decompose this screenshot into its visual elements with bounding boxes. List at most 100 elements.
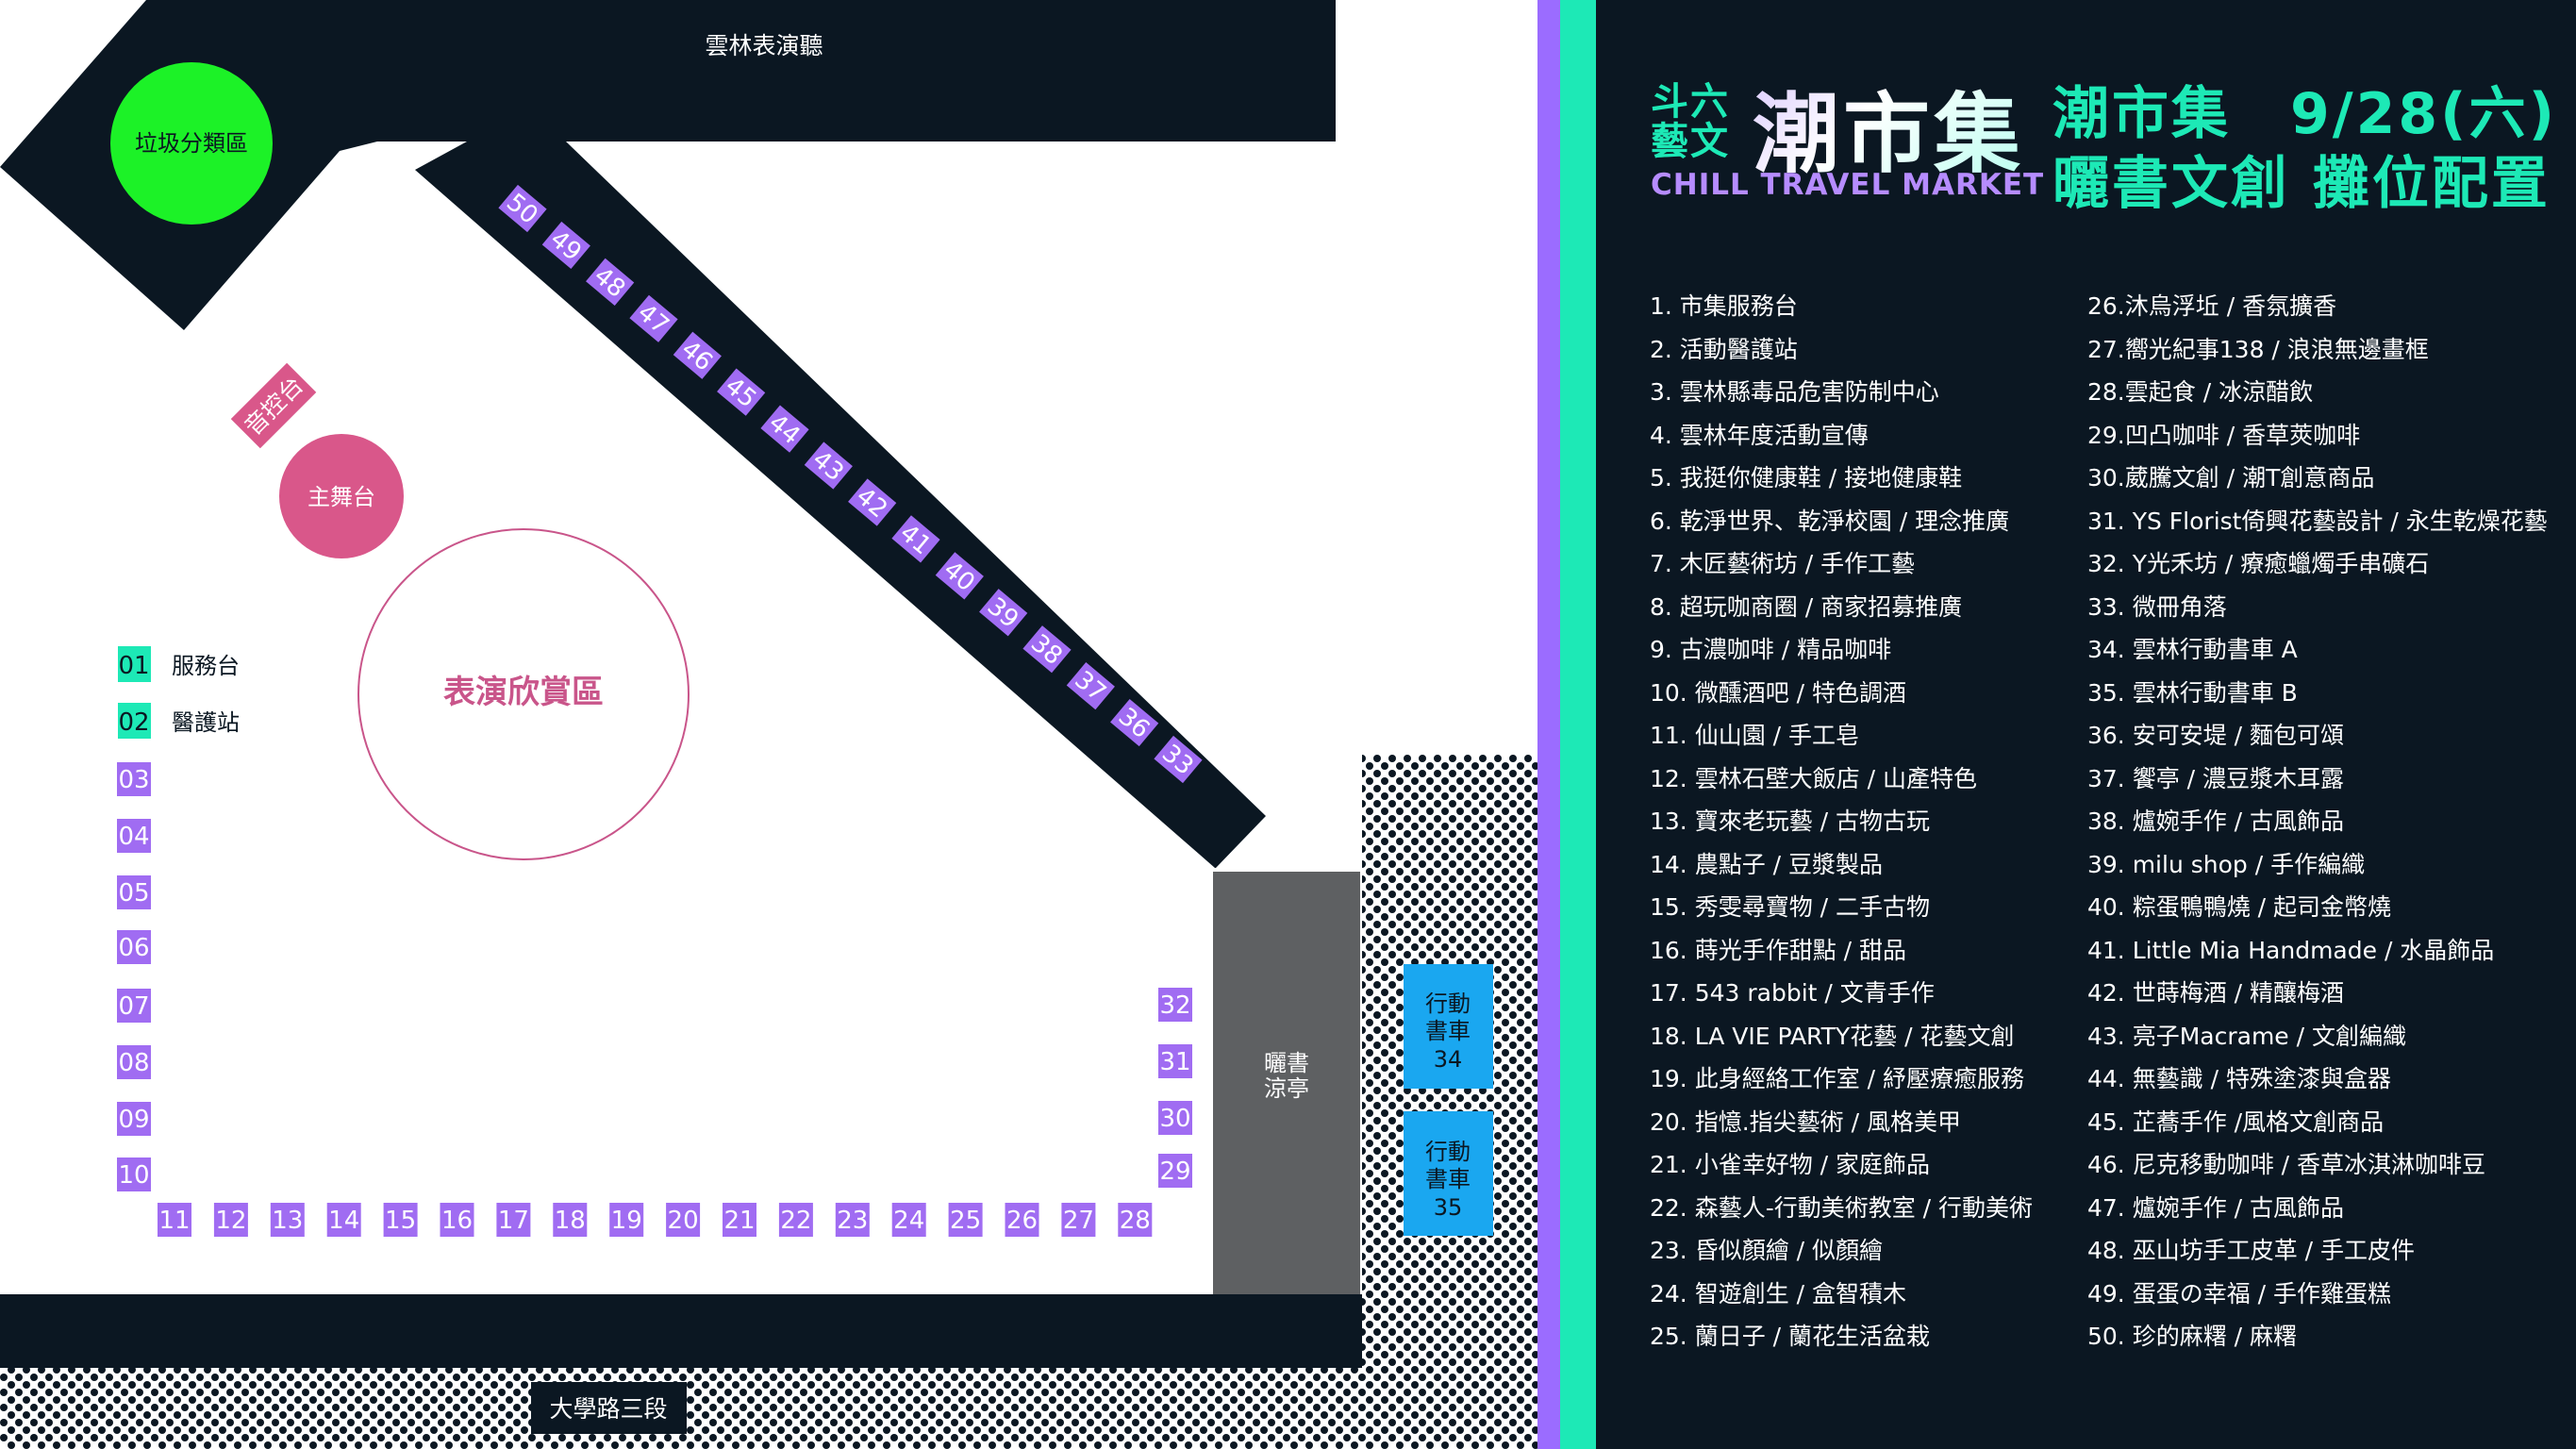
booth: 30 — [1158, 1101, 1192, 1135]
bookmobile-34-line2: 書車 — [1425, 1018, 1471, 1044]
vendor-item: 17. 543 rabbit / 文青手作 — [1650, 979, 1935, 1007]
booth-number: 06 — [118, 934, 149, 962]
booth: 11 — [158, 1203, 191, 1237]
booth: 27 — [1061, 1203, 1096, 1237]
medical-station-number: 02 — [118, 708, 149, 737]
booth-box — [117, 819, 151, 853]
booth: 22 — [778, 1203, 813, 1237]
booth-box — [1066, 662, 1115, 710]
vendor-item: 33. 微冊角落 — [2087, 592, 2227, 621]
vendor-item: 50. 珍的麻糬 / 麻糬 — [2087, 1323, 2298, 1350]
vendor-item: 12. 雲林石壁大飯店 / 山產特色 — [1650, 764, 1978, 792]
vendor-item: 7. 木匠藝術坊 / 手作工藝 — [1650, 550, 1916, 577]
booth-number: 07 — [118, 992, 149, 1021]
booth-box — [948, 1203, 983, 1237]
booth-number: 04 — [118, 823, 149, 851]
vendor-item: 37. 饗亭 / 濃豆漿木耳露 — [2087, 764, 2345, 792]
main-stage-label: 主舞台 — [307, 484, 375, 510]
vendor-item: 3. 雲林縣毒品危害防制中心 — [1650, 378, 1939, 406]
booth: 09 — [117, 1102, 151, 1136]
booth: 14 — [326, 1203, 361, 1237]
booth-box — [496, 1203, 531, 1237]
booth: 26 — [1005, 1203, 1039, 1237]
vendor-item: 42. 世蒔梅酒 / 精釀梅酒 — [2087, 979, 2345, 1007]
booth-box — [553, 1203, 588, 1237]
booth-box — [1110, 698, 1159, 747]
booth-box — [1118, 1203, 1153, 1237]
vendor-item: 40. 粽蛋鴨鴨燒 / 起司金幣燒 — [2087, 893, 2392, 921]
booth-box — [609, 1203, 644, 1237]
diagonal-walkway — [415, 142, 1266, 868]
booth-box — [270, 1203, 305, 1237]
booth-box — [760, 405, 809, 453]
booth: 08 — [117, 1045, 151, 1079]
vendor-item: 14. 農點子 / 豆漿製品 — [1650, 850, 1884, 878]
booth-number: 31 — [1159, 1048, 1190, 1076]
booth-number: 10 — [118, 1161, 149, 1190]
booth-box — [1158, 1101, 1192, 1135]
medical-station-marker — [118, 703, 151, 739]
top-hall-label: 雲林表演聽 — [705, 32, 823, 59]
vendor-item: 4. 雲林年度活動宣傳 — [1650, 421, 1869, 449]
booth-box — [586, 258, 635, 306]
booth-box — [498, 184, 547, 233]
vendor-item: 32. Y光禾坊 / 療癒蠟燭手串礦石 — [2087, 550, 2430, 577]
vendor-item: 13. 寶來老玩藝 / 古物古玩 — [1650, 808, 1931, 835]
booth: 29 — [1158, 1154, 1192, 1188]
bookmobile-35 — [1404, 1111, 1493, 1236]
booth-box — [1158, 1154, 1192, 1188]
booth-box — [979, 589, 1028, 637]
vendor-item: 5. 我挺你健康鞋 / 接地健康鞋 — [1650, 464, 1963, 491]
booth-number: 20 — [668, 1207, 699, 1235]
vendor-item: 27.嚮光紀事138 / 浪浪無邊畫框 — [2087, 335, 2429, 363]
booth-box — [723, 1203, 756, 1237]
booth-number: 13 — [272, 1207, 303, 1235]
booth-box — [440, 1203, 474, 1237]
booth: 31 — [1158, 1044, 1192, 1078]
dotted-area-bottom — [0, 1368, 1547, 1449]
booth: 21 — [723, 1203, 756, 1237]
booth: 13 — [270, 1203, 305, 1237]
booth: 04 — [117, 819, 151, 853]
booth-box — [541, 221, 590, 270]
medical-station-label: 醫護站 — [172, 709, 240, 736]
performance-area-label: 表演欣賞區 — [443, 674, 604, 711]
booth-box — [629, 294, 678, 342]
booth-box — [1061, 1203, 1096, 1237]
booth-number: 30 — [1159, 1105, 1190, 1133]
top-hall-building — [146, 0, 1336, 142]
vendor-item: 18. LA VIE PARTY花藝 / 花藝文創 — [1650, 1022, 2015, 1050]
road-label-box — [531, 1382, 687, 1434]
booth-box — [804, 441, 853, 490]
logo-main: 潮市集 — [1753, 64, 2024, 190]
bookmobile-35-line3: 35 — [1434, 1194, 1463, 1221]
service-desk-number: 01 — [118, 652, 149, 680]
bottom-road — [0, 1294, 1362, 1368]
booth-box — [326, 1203, 361, 1237]
booth-number: 21 — [723, 1207, 755, 1235]
booth: 05 — [117, 875, 151, 909]
booth-number: 19 — [611, 1207, 642, 1235]
booth-box — [383, 1203, 418, 1237]
sound-console — [230, 362, 317, 449]
booth-box — [117, 1045, 151, 1079]
booth: 16 — [440, 1203, 474, 1237]
booth-number: 08 — [118, 1049, 149, 1077]
booth-number: 23 — [837, 1207, 868, 1235]
title-line-2: 曬書文創 攤位配置 — [2052, 151, 2551, 217]
bookmobile-34-line3: 34 — [1434, 1046, 1463, 1073]
vendor-item: 15. 秀雯尋寶物 / 二手古物 — [1650, 893, 1931, 921]
booth-box — [117, 989, 151, 1023]
booth-number: 25 — [950, 1207, 981, 1235]
booth-box — [117, 1102, 151, 1136]
service-desk-marker — [118, 646, 151, 682]
vendor-item: 36. 安可安堤 / 麵包可頌 — [2087, 722, 2345, 749]
booth: 03 — [117, 762, 151, 796]
vendor-item: 9. 古濃咖啡 / 精品咖啡 — [1650, 636, 1892, 663]
booth-number: 28 — [1120, 1207, 1151, 1235]
booth: 18 — [553, 1203, 588, 1237]
vendor-item: 23. 昏似顏繪 / 似顏繪 — [1650, 1237, 1884, 1264]
purple-stripe — [1537, 0, 1560, 1449]
booth: 12 — [213, 1203, 248, 1237]
booth-box — [158, 1203, 191, 1237]
